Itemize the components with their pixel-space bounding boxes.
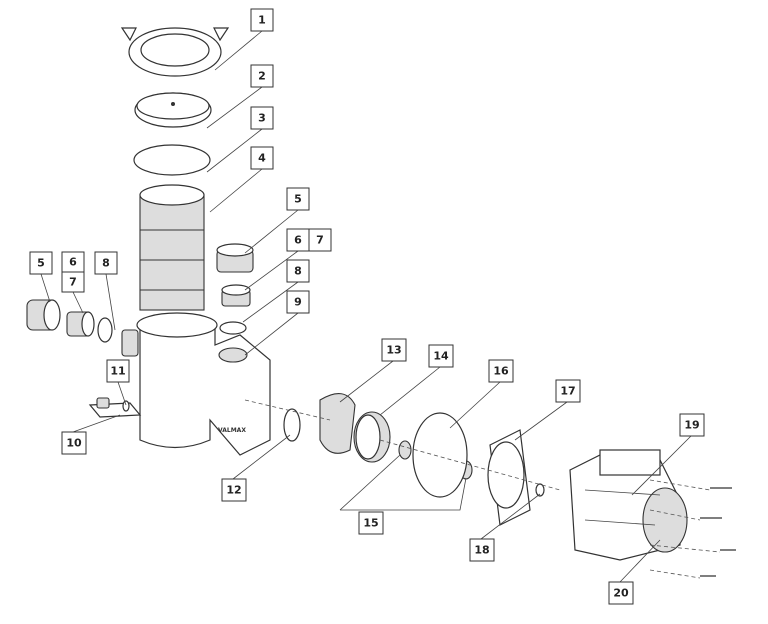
motor-bolts (649, 479, 736, 579)
callout-13: 13 (381, 338, 407, 362)
svg-text:9: 9 (294, 296, 302, 309)
leader-lines (40, 30, 692, 583)
callout-20: 20 (608, 581, 634, 605)
strainer-basket (139, 184, 205, 311)
svg-text:7: 7 (69, 276, 77, 289)
svg-text:8: 8 (294, 265, 302, 278)
callout-6-right: 6 (286, 228, 310, 252)
callout-9: 9 (286, 290, 310, 314)
callout-3: 3 (250, 106, 274, 130)
callout-10: 10 (61, 431, 87, 455)
housing-o-ring (283, 408, 301, 442)
svg-text:13: 13 (386, 344, 401, 357)
svg-text:6: 6 (294, 234, 302, 247)
callout-7-right: 7 (308, 228, 332, 252)
lid-ring (120, 27, 230, 77)
motor (569, 449, 688, 561)
svg-text:3: 3 (258, 112, 266, 125)
o-ring-right (219, 321, 247, 335)
callout-11: 11 (106, 359, 130, 383)
svg-text:2: 2 (258, 70, 266, 83)
callout-2: 2 (250, 64, 274, 88)
svg-text:20: 20 (613, 587, 629, 600)
svg-text:16: 16 (493, 365, 509, 378)
svg-text:14: 14 (433, 350, 449, 363)
svg-text:12: 12 (226, 484, 241, 497)
callout-17: 17 (555, 379, 581, 403)
svg-text:5: 5 (294, 193, 302, 206)
callout-14: 14 (428, 344, 454, 368)
callout-15: 15 (358, 511, 384, 535)
svg-text:10: 10 (66, 437, 82, 450)
svg-text:8: 8 (102, 257, 110, 270)
svg-text:1: 1 (258, 14, 266, 27)
svg-text:6: 6 (69, 256, 77, 269)
callout-18: 18 (469, 538, 495, 562)
svg-text:5: 5 (37, 257, 45, 270)
callout-12: 12 (221, 478, 247, 502)
union-tail-right (221, 284, 251, 307)
callout-7-left: 7 (61, 271, 85, 293)
callout-1: 1 (250, 8, 274, 32)
svg-text:17: 17 (560, 385, 575, 398)
svg-text:4: 4 (258, 152, 266, 165)
lid-o-ring (133, 144, 211, 176)
assembly-axis (244, 399, 561, 491)
callout-6-left: 6 (61, 251, 85, 273)
brand-mark: VALMAX (218, 427, 246, 434)
callout-5-left: 5 (29, 251, 53, 275)
impeller (353, 411, 391, 463)
washer (535, 483, 545, 497)
callout-4: 4 (250, 146, 274, 170)
callout-8-left: 8 (94, 251, 118, 275)
callout-5-right: 5 (286, 187, 310, 211)
callout-8-right: 8 (286, 259, 310, 283)
drain-plug (88, 397, 142, 418)
callouts: 1 2 3 4 5 6 7 8 9 5 6 7 8 11 10 12 13 14… (29, 8, 705, 605)
lid (134, 92, 212, 128)
o-ring-left (97, 317, 113, 343)
diffuser (319, 393, 356, 454)
callout-16: 16 (488, 359, 514, 383)
union-nut-right (216, 243, 254, 273)
svg-text:7: 7 (316, 234, 324, 247)
union-nut-left (26, 299, 61, 331)
svg-text:19: 19 (684, 419, 699, 432)
svg-text:18: 18 (474, 544, 489, 557)
seal-plate (487, 429, 531, 526)
seal-plate-o-ring (412, 412, 468, 498)
callout-19: 19 (679, 413, 705, 437)
svg-text:11: 11 (110, 365, 125, 378)
pump-housing: VALMAX (121, 312, 271, 456)
union-tail-left (66, 311, 95, 337)
svg-text:15: 15 (363, 517, 378, 530)
